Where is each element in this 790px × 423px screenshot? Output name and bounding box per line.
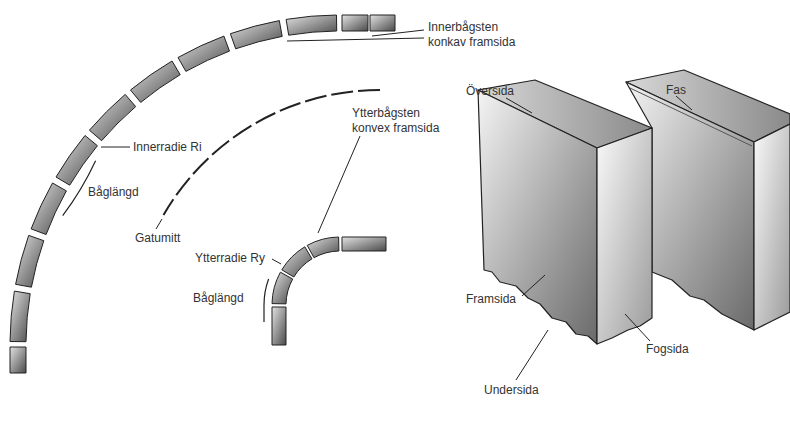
curb-stone: [230, 21, 282, 49]
curb-stone: [342, 237, 386, 251]
curb-stone: [10, 291, 30, 342]
curb-stone: [31, 183, 66, 235]
curb-stone: [286, 15, 337, 35]
part-label: Ytterbågsten konvex framsida: [352, 106, 460, 136]
part-label: Båglängd: [88, 185, 139, 200]
part-label: Innerbågsten konkav framsida: [428, 20, 536, 50]
part-label: Fas: [666, 83, 686, 98]
part-label: Gatumitt: [135, 231, 180, 246]
curb-stone: [282, 247, 312, 277]
curb-stone: [370, 15, 395, 31]
curb-stone: [272, 307, 286, 345]
curb-stone: [10, 347, 26, 373]
part-label: Innerradie Ri: [133, 140, 202, 155]
leader-lines: [101, 30, 692, 380]
curb-stone: [56, 136, 97, 186]
part-label: Båglängd: [193, 291, 244, 306]
part-label: Framsida: [466, 292, 516, 307]
curb-stone: [178, 36, 230, 71]
curb-stone: [89, 94, 135, 140]
part-label: Undersida: [484, 383, 539, 398]
curb-stone: [307, 237, 339, 258]
part-label: Översida: [466, 84, 514, 99]
curb-stone: [16, 235, 44, 287]
stone-joint-face: [754, 124, 790, 330]
curb-stone: [272, 272, 293, 304]
arc-length-bracket: [264, 279, 269, 322]
stone-joint-face: [597, 128, 652, 344]
curb-stone: [131, 61, 181, 102]
curb-stone: [342, 15, 368, 31]
part-label: Fogsida: [646, 342, 689, 357]
part-label: Ytterradie Ry: [195, 251, 265, 266]
